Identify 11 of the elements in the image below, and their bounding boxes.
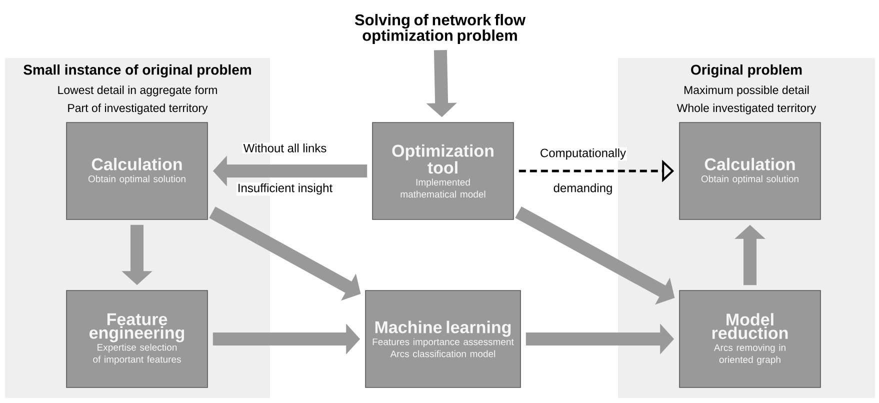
edge-label: Computationally: [538, 147, 628, 161]
title: Solving of network flow optimization problem: [354, 14, 526, 44]
process-box: Feature engineering Expertise selection of important features: [66, 290, 208, 388]
process-box: Machine learning Features importance assessment Arcs classification model: [365, 290, 521, 388]
process-box: Calculation Obtain optimal solution: [679, 122, 821, 220]
process-box: Model reduction Arcs removing in oriented graph: [679, 290, 821, 388]
edge-label: Without all links: [242, 142, 328, 154]
process-box: Optimization tool Implemented mathematical model: [372, 122, 514, 220]
process-box: Calculation Obtain optimal solution: [66, 122, 208, 220]
note-text: Insufficient insight: [236, 182, 334, 196]
note-text: demanding: [552, 182, 614, 196]
